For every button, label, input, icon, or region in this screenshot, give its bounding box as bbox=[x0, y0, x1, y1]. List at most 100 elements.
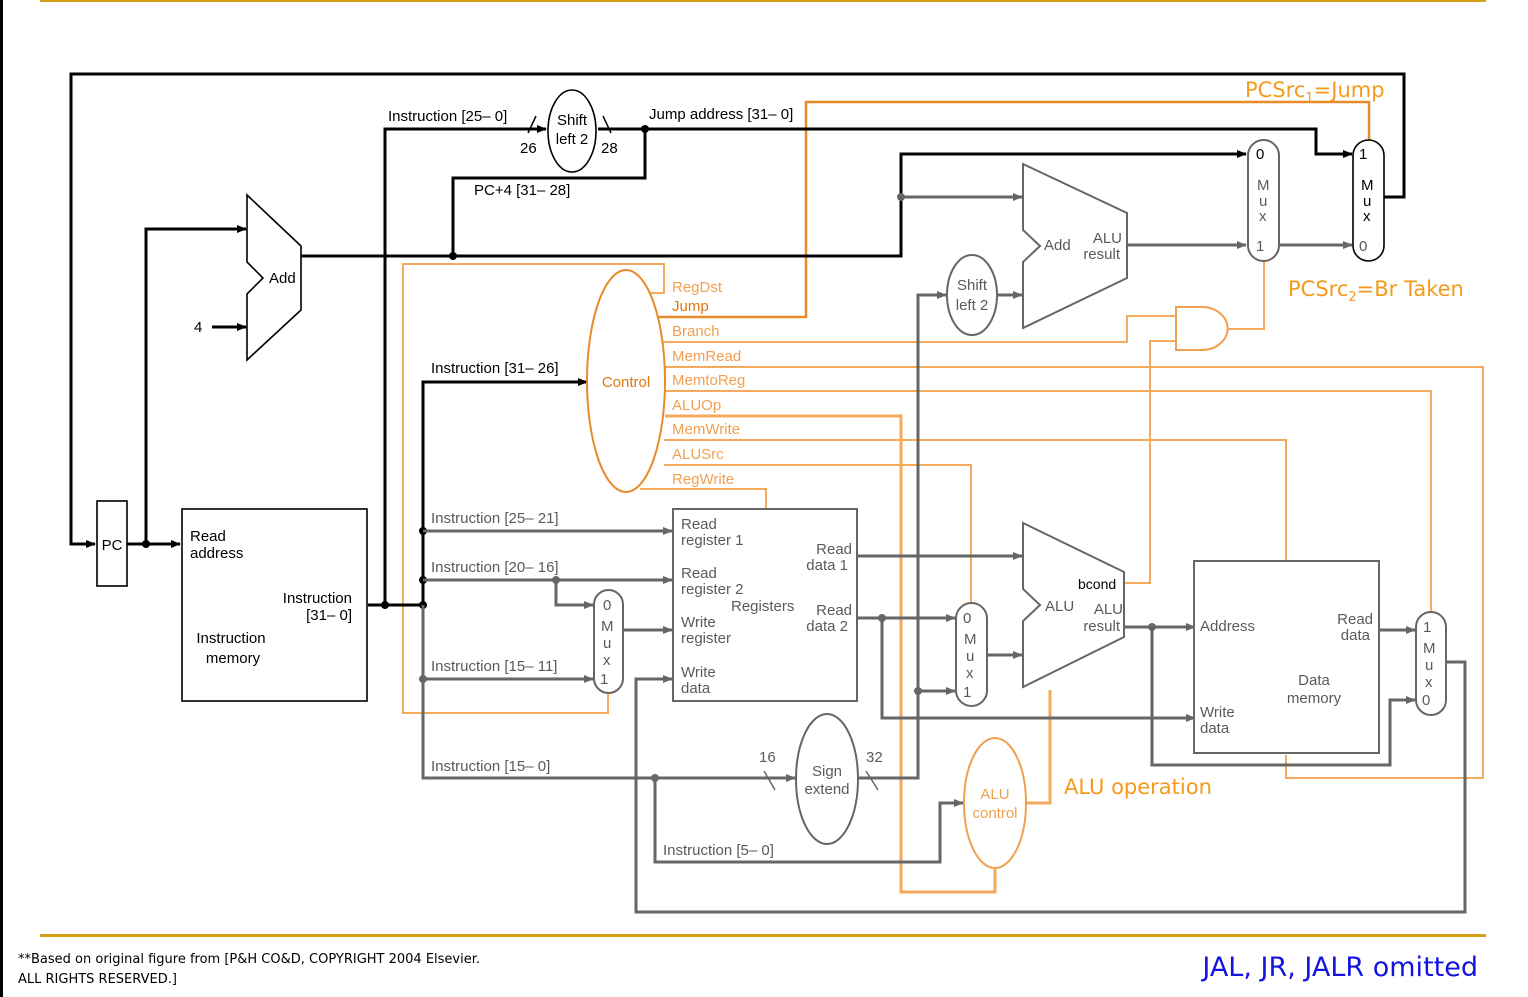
branch-adder: Add ALU result bbox=[1022, 162, 1128, 330]
rf-read-reg1-l2: register 1 bbox=[681, 532, 744, 549]
control-signal-labels: RegDst Jump Branch MemRead MemtoReg ALUO… bbox=[672, 279, 745, 488]
pc-register: PC bbox=[96, 500, 128, 587]
imem-instruction-label: Instruction bbox=[283, 590, 352, 607]
mux-letter: M bbox=[601, 618, 614, 635]
jump-mux-input-0: 0 bbox=[1359, 238, 1367, 255]
wire-alu-operation bbox=[1025, 690, 1052, 805]
imem-bits-label: [31– 0] bbox=[306, 607, 352, 624]
instruction-memory: Read address Instruction [31– 0] Instruc… bbox=[181, 508, 368, 702]
branch-and-gate bbox=[1175, 306, 1229, 351]
bottom-rule bbox=[40, 934, 1486, 937]
branch-adder-result-l2: result bbox=[1083, 246, 1121, 263]
signal-alusrc: ALUSrc bbox=[672, 446, 724, 463]
alu-control-l2: control bbox=[972, 805, 1017, 822]
top-rule bbox=[40, 0, 1486, 2]
sign-extend-l2: extend bbox=[804, 781, 849, 798]
signal-regwrite: RegWrite bbox=[672, 471, 734, 488]
shift-mid-line1: Shift bbox=[957, 277, 988, 294]
label-instr-5-0: Instruction [5– 0] bbox=[663, 842, 774, 859]
alu-bcond-label: bcond bbox=[1078, 576, 1116, 592]
mux-letter: x bbox=[1425, 674, 1433, 691]
label-instr-20-16: Instruction [20– 16] bbox=[431, 559, 559, 576]
alu-control: ALU control bbox=[963, 737, 1027, 869]
label-bits-16: 16 bbox=[759, 749, 776, 766]
rf-write-data-l1: Write bbox=[681, 664, 716, 681]
data-memory: Address Write data Read data Data memory bbox=[1193, 560, 1380, 754]
mux-letter: u bbox=[603, 635, 611, 652]
mux-letter: u bbox=[966, 648, 974, 665]
shift-top-line2: left 2 bbox=[556, 131, 589, 148]
alu-label: ALU bbox=[1045, 598, 1074, 615]
regdst-mux-input-0: 0 bbox=[603, 597, 611, 614]
pc-adder: Add bbox=[246, 193, 302, 362]
jump-mux: 1 M u x 0 bbox=[1352, 139, 1385, 262]
dmem-write-l2: data bbox=[1200, 720, 1230, 737]
signal-aluop: ALUOp bbox=[672, 397, 721, 414]
pcsrc2-annotation: PCSrc2=Br Taken bbox=[1288, 277, 1464, 305]
shift-top-line1: Shift bbox=[557, 112, 588, 129]
mux-letter: M bbox=[1361, 177, 1374, 194]
control-wires bbox=[402, 100, 1484, 894]
omitted-note: JAL, JR, JALR omitted bbox=[1202, 952, 1478, 983]
rf-read-reg1-l1: Read bbox=[681, 516, 717, 533]
alu-result-l2: result bbox=[1083, 618, 1121, 635]
label-jump-address: Jump address [31– 0] bbox=[649, 106, 793, 123]
imem-read-label: Read bbox=[190, 528, 226, 545]
wire-memtoreg bbox=[665, 390, 1432, 612]
register-file: Read register 1 Read register 2 Write re… bbox=[672, 508, 858, 702]
wire-regwrite bbox=[640, 488, 767, 509]
rf-name: Registers bbox=[731, 598, 794, 615]
mux-letter: M bbox=[964, 631, 977, 648]
rf-write-reg-l1: Write bbox=[681, 614, 716, 631]
mux-letter: M bbox=[1423, 640, 1436, 657]
rf-read-reg2-l1: Read bbox=[681, 565, 717, 582]
mux-letter: u bbox=[1425, 657, 1433, 674]
alu-result-l1: ALU bbox=[1094, 601, 1123, 618]
label-instr-31-26: Instruction [31– 26] bbox=[431, 360, 559, 377]
rf-read-reg2-l2: register 2 bbox=[681, 581, 744, 598]
mux-letter: M bbox=[1257, 177, 1270, 194]
mux-letter: u bbox=[1259, 193, 1267, 210]
datapath-wires bbox=[419, 193, 1467, 914]
label-instr-15-0: Instruction [15– 0] bbox=[431, 758, 550, 775]
wire-regdst bbox=[402, 263, 665, 714]
branch-shift-left-2: Shift left 2 bbox=[946, 254, 998, 336]
mux-letter: u bbox=[1363, 193, 1371, 210]
mux-letter: x bbox=[1363, 208, 1371, 225]
branch-mux-input-0: 0 bbox=[1256, 146, 1264, 163]
label-instr-25-0: Instruction [25– 0] bbox=[388, 108, 507, 125]
alu-control-l1: ALU bbox=[980, 786, 1009, 803]
copyright-footnote: **Based on original figure from [P&H CO&… bbox=[18, 952, 481, 987]
wire-jump bbox=[655, 100, 1371, 319]
signal-jump: Jump bbox=[672, 298, 709, 315]
label-bits-26: 26 bbox=[520, 140, 537, 157]
mux-letter: x bbox=[1259, 208, 1267, 225]
branch-mux-input-1: 1 bbox=[1256, 238, 1264, 255]
wire-memwrite bbox=[664, 439, 1287, 561]
signal-branch: Branch bbox=[672, 323, 720, 340]
pc-adder-label: Add bbox=[269, 270, 296, 287]
jump-mux-input-1: 1 bbox=[1359, 146, 1367, 163]
wire-bcond bbox=[1124, 340, 1176, 584]
rf-read-data1-l2: data 1 bbox=[806, 557, 848, 574]
branch-mux: 0 M u x 1 bbox=[1247, 139, 1280, 262]
label-pc4-31-28: PC+4 [31– 28] bbox=[474, 182, 570, 199]
rf-write-reg-l2: register bbox=[681, 630, 731, 647]
dmem-address-label: Address bbox=[1200, 618, 1255, 635]
mux-letter: x bbox=[603, 652, 611, 669]
rf-read-data2-l1: Read bbox=[816, 602, 852, 619]
regdst-mux-input-1: 1 bbox=[600, 671, 608, 688]
pc-label: PC bbox=[102, 537, 123, 554]
memtoreg-mux: 1 M u x 0 bbox=[1415, 611, 1447, 716]
wire-aluop bbox=[665, 414, 997, 894]
label-instr-15-11: Instruction [15– 11] bbox=[431, 658, 557, 675]
dmem-write-l1: Write bbox=[1200, 704, 1235, 721]
dmem-read-l1: Read bbox=[1337, 611, 1373, 628]
imem-name-line2: memory bbox=[206, 650, 261, 667]
mux-letter: x bbox=[966, 665, 974, 682]
alusrc-mux-input-1: 1 bbox=[963, 684, 971, 701]
dmem-name-l2: memory bbox=[1287, 690, 1342, 707]
branch-adder-result-l1: ALU bbox=[1093, 230, 1122, 247]
pcsrc1-annotation: PCSrc1=Jump bbox=[1245, 78, 1385, 106]
